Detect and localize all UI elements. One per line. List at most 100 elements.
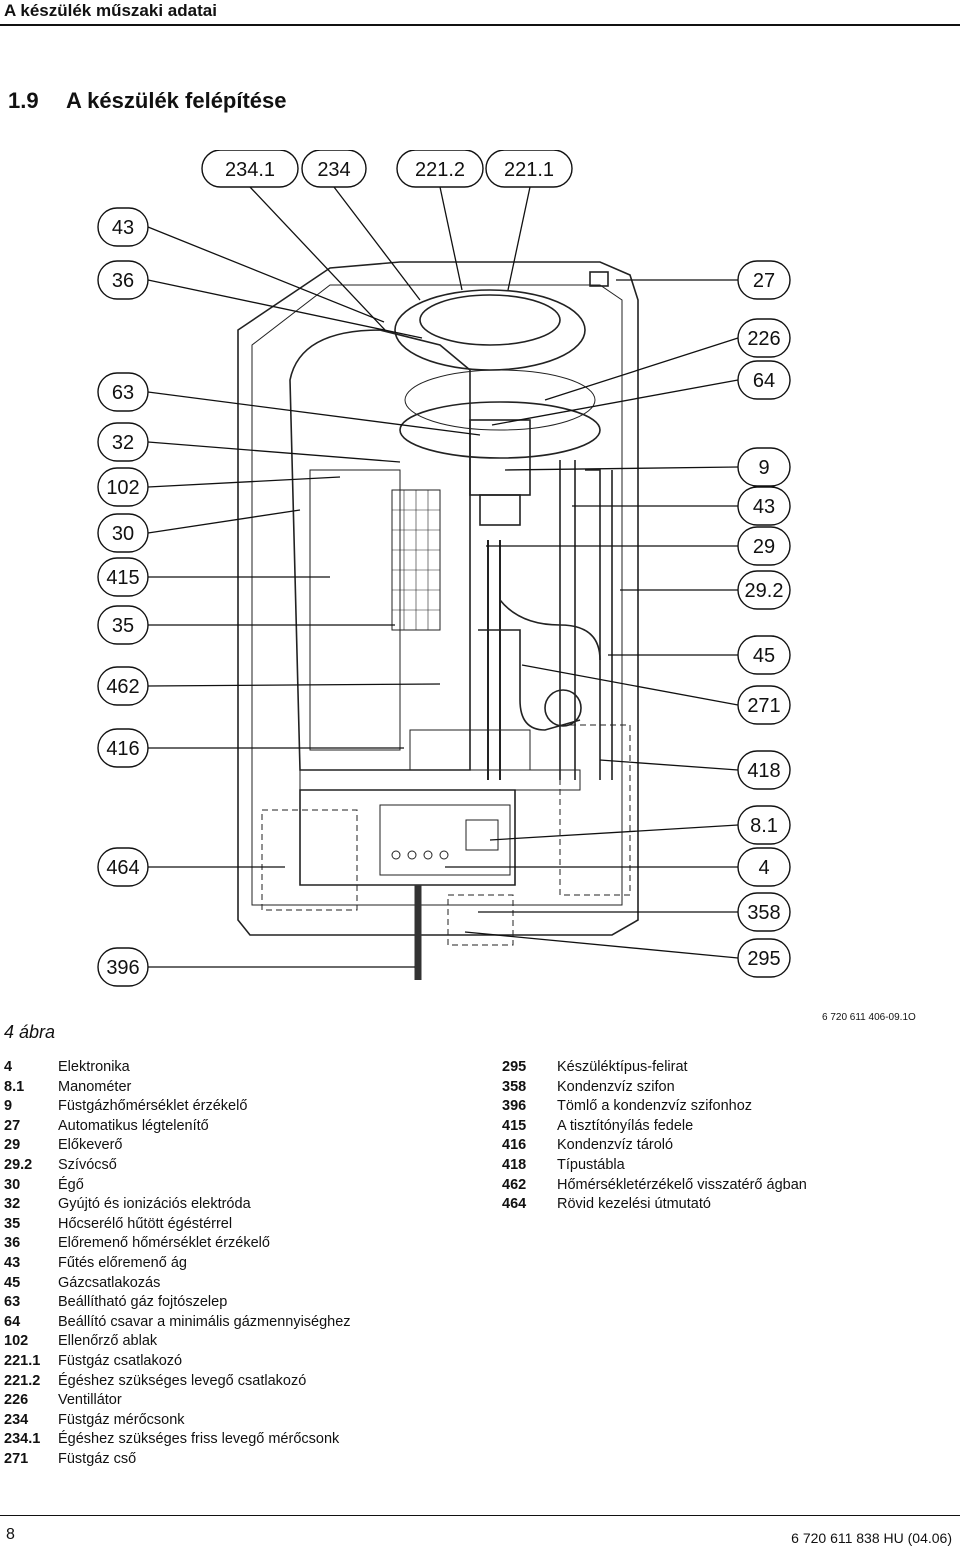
page-header: A készülék műszaki adatai	[0, 0, 960, 22]
legend-key: 462	[502, 1176, 527, 1193]
legend-item: 358 Kondenzvíz szifon	[502, 1078, 807, 1098]
legend-key: 226	[4, 1392, 29, 1409]
legend-text: Manométer	[58, 1078, 132, 1095]
legend-key: 234.1	[4, 1431, 41, 1448]
legend-item: 415 A tisztítónyílás fedele	[502, 1117, 807, 1137]
legend-key: 358	[502, 1078, 527, 1095]
legend-text: Típustábla	[557, 1156, 625, 1173]
leader-lines	[147, 186, 739, 968]
legend-text: Elektronika	[58, 1059, 130, 1075]
callout-label: 271	[747, 695, 780, 717]
legend-key: 102	[4, 1333, 29, 1350]
legend-key: 36	[4, 1235, 21, 1252]
legend-item: 4 Elektronika	[4, 1058, 351, 1078]
legend-key: 295	[502, 1059, 527, 1075]
legend-text: A tisztítónyílás fedele	[557, 1117, 694, 1134]
legend-item: 102 Ellenőrző ablak	[4, 1332, 351, 1352]
legend-item: 32 Gyújtó és ionizációs elektróda	[4, 1195, 351, 1215]
legend-key: 271	[4, 1450, 29, 1467]
callout-label: 43	[753, 496, 775, 518]
callout-label: 43	[112, 217, 134, 239]
callout-label: 63	[112, 382, 134, 404]
legend-key: 464	[502, 1196, 527, 1213]
legend-key: 29.2	[4, 1156, 33, 1173]
callout-label: 464	[106, 857, 139, 879]
legend-key: 35	[4, 1215, 21, 1232]
callout-label: 27	[753, 270, 775, 292]
legend-item: 8.1 Manométer	[4, 1078, 351, 1098]
callout-label: 8.1	[750, 815, 778, 837]
figure-caption: 4 ábra	[4, 1022, 56, 1042]
legend-text: Égő	[58, 1176, 84, 1193]
callout-label: 32	[112, 432, 134, 454]
callout-label: 415	[106, 567, 139, 589]
callout-label: 4	[758, 857, 769, 879]
legend-item: 234.1 Égéshez szükséges friss levegő mérő…	[4, 1430, 351, 1450]
header-title: A készülék műszaki adatai	[4, 1, 217, 20]
callout-label: 234	[317, 159, 350, 181]
callout-label: 396	[106, 957, 139, 979]
legend-text: Előkeverő	[58, 1137, 123, 1154]
legend-left: 4 Elektronika 8.1 Manométer 9 Füstgázhőmérs…	[4, 1058, 351, 1469]
callout-label: 64	[753, 370, 775, 392]
page-number: 8	[6, 1526, 15, 1543]
callout-label: 30	[112, 523, 134, 545]
document-number: 6 720 611 838 HU (04.06)	[791, 1530, 952, 1546]
callout-label: 36	[112, 270, 134, 292]
legend-item: 27 Automatikus légtelenítő	[4, 1117, 351, 1137]
callout-label: 29.2	[745, 580, 784, 602]
legend-text: Égéshez szükséges friss levegő mérőcsonk	[58, 1431, 340, 1448]
legend-text: Tömlő a kondenzvíz szifonhoz	[557, 1098, 753, 1115]
legend-text: Füstgáz cső	[58, 1450, 137, 1467]
legend-item: 9 Füstgázhőmérséklet érzékelő	[4, 1097, 351, 1117]
legend-text: Égéshez szükséges levegő csatlakozó	[58, 1372, 307, 1389]
legend-key: 4	[4, 1059, 13, 1075]
legend-text: Ellenőrző ablak	[58, 1333, 158, 1350]
legend-key: 27	[4, 1117, 21, 1134]
callout-label: 234.1	[225, 159, 275, 181]
footer-divider	[0, 1515, 960, 1516]
legend-key: 32	[4, 1196, 21, 1213]
legend-key: 9	[4, 1098, 13, 1115]
legend-item: 30 Égő	[4, 1176, 351, 1196]
legend-text: Gyújtó és ionizációs elektróda	[58, 1196, 251, 1213]
callout-label: 221.1	[504, 159, 554, 181]
legend-text: Szívócső	[58, 1156, 117, 1173]
callout-label: 295	[747, 948, 780, 970]
callout-label: 358	[747, 902, 780, 924]
legend-item: 396 Tömlő a kondenzvíz szifonhoz	[502, 1097, 807, 1117]
callout-label: 418	[747, 760, 780, 782]
callout-label: 45	[753, 645, 775, 667]
legend-text: Fűtés előremenő ág	[58, 1254, 187, 1271]
header-divider	[0, 24, 960, 26]
figure-reference: 6 720 611 406-09.1O	[822, 1012, 916, 1023]
legend-key: 63	[4, 1294, 21, 1311]
legend-text: Füstgázhőmérséklet érzékelő	[58, 1098, 248, 1115]
legend-key: 30	[4, 1176, 21, 1193]
legend-text: Rövid kezelési útmutató	[557, 1196, 711, 1213]
legend-text: Kondenzvíz szifon	[557, 1078, 675, 1095]
legend-key: 8.1	[4, 1078, 25, 1095]
legend-key: 221.1	[4, 1352, 41, 1369]
legend-text: Ventillátor	[58, 1392, 122, 1409]
callout-label: 35	[112, 615, 134, 637]
callout-labels: 234.1 234 221.2 221.1 43 36 63 32 102 30…	[106, 159, 783, 979]
legend-key: 234	[4, 1411, 29, 1428]
legend-key: 396	[502, 1098, 527, 1115]
section-number: 1.9	[8, 88, 39, 113]
legend-item: 464 Rövid kezelési útmutató	[502, 1195, 807, 1215]
legend-text: Gázcsatlakozás	[58, 1274, 161, 1291]
legend-key: 415	[502, 1117, 527, 1134]
legend-text: Automatikus légtelenítő	[58, 1117, 209, 1134]
